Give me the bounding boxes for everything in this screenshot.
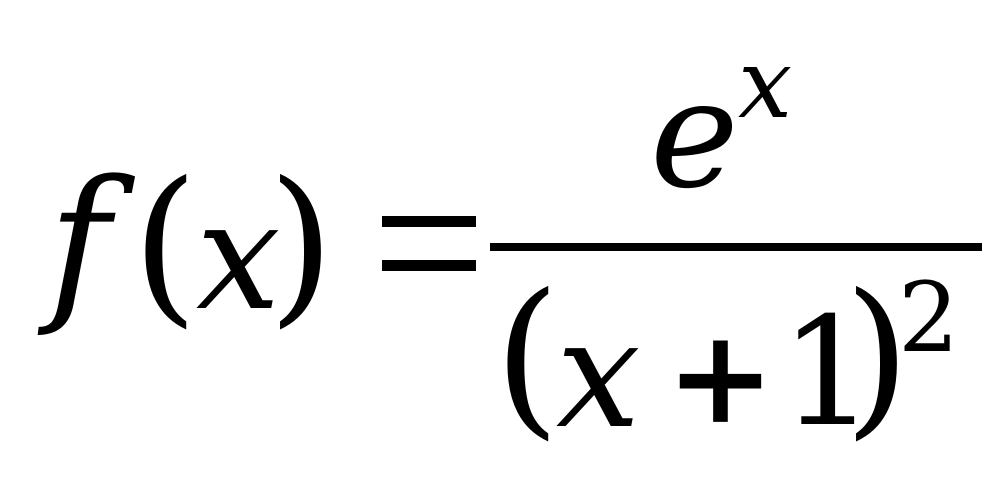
equals-bottom-bar [382,260,476,271]
numerator-base: e [650,48,739,222]
denominator-constant: 1 [780,286,876,460]
denominator-open-paren: ( [494,258,561,456]
equals-top-bar [382,216,476,227]
lhs-close-paren: ) [268,146,335,344]
fraction-bar [490,243,982,251]
numerator-exponent: x [738,28,793,140]
lhs-open-paren: ( [132,146,199,344]
denominator-exponent: 2 [898,262,960,374]
plus-operator: + [666,300,775,453]
denominator-close-paren: ) [844,258,911,456]
denominator-variable: x [556,288,641,462]
lhs-variable: x [196,170,281,344]
function-name: f [48,144,111,340]
